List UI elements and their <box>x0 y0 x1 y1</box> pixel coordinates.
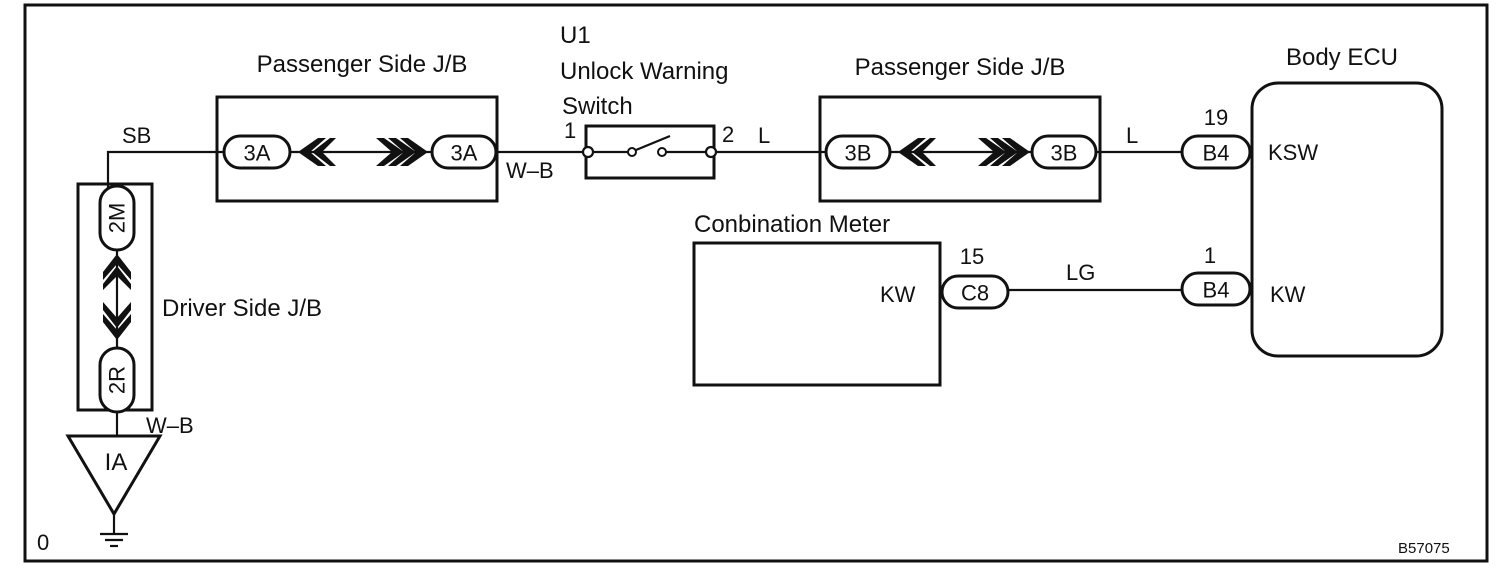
connector-2m <box>98 184 136 252</box>
wire-l-right-label: L <box>1126 123 1138 148</box>
wire-sb <box>106 150 224 188</box>
connector-b4-bottom-pin: 1 <box>1204 243 1216 268</box>
ground-label: IA <box>105 449 128 476</box>
wire-wb-top-label: W–B <box>506 158 554 183</box>
wire-lg-label: LG <box>1066 260 1095 285</box>
connector-3b-left <box>824 134 892 170</box>
driver-jb: Driver Side J/B 2M 2R <box>76 182 322 414</box>
passenger-jb-right-title: Passenger Side J/B <box>855 54 1066 81</box>
switch-pin-2-terminal <box>704 145 718 159</box>
driver-jb-title: Driver Side J/B <box>162 295 322 322</box>
switch-contact-b <box>657 147 667 157</box>
chevron-right-icon <box>376 138 428 166</box>
wire-wb-bottom-label: W–B <box>146 413 194 438</box>
connector-b4-bottom-label: B4 <box>1203 278 1230 303</box>
connector-3b-right-label: 3B <box>1051 141 1078 166</box>
passenger-jb-right-box <box>818 95 1102 203</box>
ground-triangle <box>65 434 163 517</box>
chevron-right-icon <box>978 138 1030 166</box>
switch-name-line2: Switch <box>562 93 633 120</box>
chevron-down-icon <box>103 302 131 340</box>
switch-contact <box>635 134 671 152</box>
figure-code: B57075 <box>1398 540 1450 557</box>
connector-b4-top <box>1180 134 1252 170</box>
passenger-jb-left: Passenger Side J/B 3A 3A <box>215 51 499 203</box>
combination-meter: Conbination Meter KW C8 15 <box>692 211 1010 387</box>
ground-icon <box>100 532 128 548</box>
passenger-jb-right: Passenger Side J/B 3B 3B <box>818 54 1102 203</box>
diagram-frame <box>23 3 1489 563</box>
switch-pin-1: 1 <box>564 118 576 143</box>
switch-pin-2: 2 <box>722 122 734 147</box>
meter-title: Conbination Meter <box>694 211 890 238</box>
connector-3a-left-label: 3A <box>244 141 271 166</box>
connector-2m-label: 2M <box>105 203 130 234</box>
switch-name-line1: Unlock Warning <box>560 58 729 85</box>
wire-sb-label: SB <box>122 123 151 148</box>
connector-c8 <box>940 274 1010 310</box>
switch-contact-a <box>627 147 637 157</box>
meter-terminal-kw: KW <box>880 282 916 307</box>
corner-label: 0 <box>37 530 49 555</box>
body-ecu-term-ksw: KSW <box>1268 140 1318 165</box>
connector-3a-right-label: 3A <box>451 141 478 166</box>
chevron-left-icon <box>898 138 936 166</box>
connector-3b-left-label: 3B <box>845 141 872 166</box>
wire-l-left-label: L <box>758 123 770 148</box>
connector-2r-label: 2R <box>105 366 130 394</box>
body-ecu: Body ECU KSW KW B4 19 B4 1 <box>1180 44 1444 358</box>
connector-c8-label: C8 <box>961 281 989 306</box>
body-ecu-term-kw: KW <box>1270 282 1306 307</box>
body-ecu-title: Body ECU <box>1286 44 1398 71</box>
ground-point: IA <box>65 434 163 548</box>
unlock-warning-switch: U1 Unlock Warning Switch 1 2 <box>560 22 734 180</box>
switch-pin-1-terminal <box>581 145 595 159</box>
passenger-jb-left-title: Passenger Side J/B <box>257 51 468 78</box>
connector-b4-top-label: B4 <box>1203 141 1230 166</box>
chevron-up-icon <box>103 254 131 290</box>
switch-id: U1 <box>560 22 591 49</box>
body-ecu-box <box>1250 81 1444 358</box>
connector-b4-top-pin: 19 <box>1204 105 1228 130</box>
meter-box <box>692 241 942 387</box>
connector-c8-pin: 15 <box>960 244 984 269</box>
chevron-left-icon <box>298 138 336 166</box>
